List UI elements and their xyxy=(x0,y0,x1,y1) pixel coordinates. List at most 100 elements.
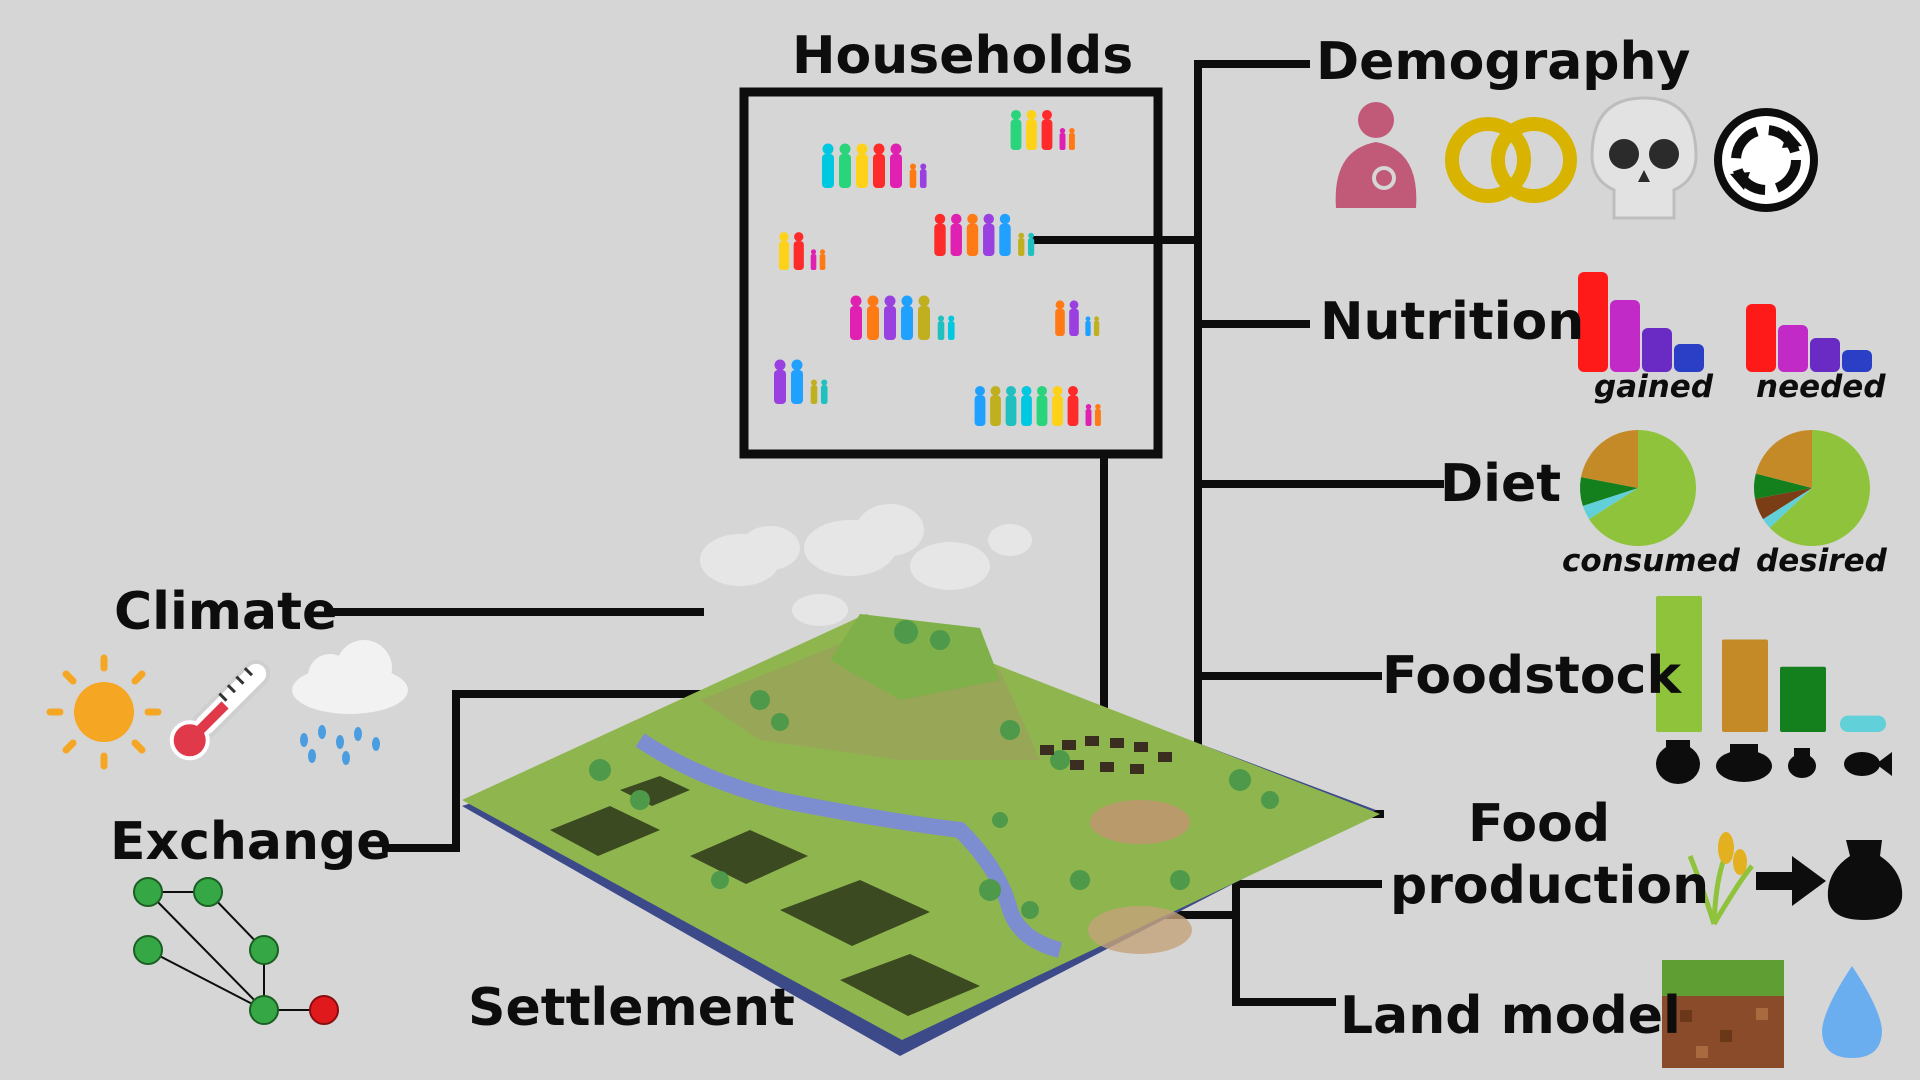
person-figure xyxy=(856,143,868,188)
person-figure xyxy=(974,385,986,426)
person-figure xyxy=(1027,232,1035,256)
climate-label: Climate xyxy=(114,582,338,642)
person-figure xyxy=(1069,300,1079,336)
diet-pie-slice xyxy=(1763,488,1812,528)
nutrition-bar xyxy=(1642,328,1672,372)
person-figure xyxy=(774,359,786,404)
person-figure xyxy=(850,295,862,340)
diet-consumed-pie xyxy=(1580,430,1696,547)
household-figures xyxy=(774,109,1101,426)
person-figure xyxy=(901,295,913,340)
households-box xyxy=(739,87,1163,459)
nutrition-bar xyxy=(1674,344,1704,372)
connector-lines xyxy=(324,60,1444,1006)
person-figure xyxy=(810,379,818,404)
person-figure xyxy=(1041,109,1053,150)
person-figure xyxy=(819,249,826,270)
clouds xyxy=(700,504,1032,626)
trees xyxy=(589,620,1279,919)
person-figure xyxy=(1085,403,1092,426)
person-figure xyxy=(793,232,804,270)
person-figure xyxy=(947,315,955,340)
person-figure xyxy=(1021,385,1032,426)
person-figure xyxy=(1018,232,1025,256)
person-figure xyxy=(966,213,979,256)
person-figure xyxy=(822,143,834,188)
recycle-arrows-icon xyxy=(1714,108,1818,212)
nutrition-bar xyxy=(1610,300,1640,372)
skull-icon xyxy=(1590,96,1698,220)
foodstock-containers xyxy=(1656,740,1892,784)
person-figure xyxy=(937,315,945,340)
person-figure xyxy=(1055,300,1065,336)
exchange-network-icon xyxy=(133,877,339,1025)
person-figure xyxy=(810,249,817,270)
nutrition-bar xyxy=(1746,304,1776,372)
diet-pie-slice xyxy=(1589,430,1696,547)
foodstock-bar xyxy=(1780,666,1826,732)
person-figure xyxy=(999,213,1011,256)
settlement-label: Settlement xyxy=(468,978,795,1038)
crop-fields xyxy=(550,776,980,1016)
person-figure xyxy=(983,213,995,256)
needed-caption: needed xyxy=(1756,369,1886,405)
person-figure xyxy=(1005,385,1017,426)
food-production-label-line1: Food xyxy=(1468,794,1611,854)
settlement-terrain xyxy=(462,504,1380,1056)
person-figure xyxy=(950,213,962,256)
pot-icon xyxy=(1788,748,1816,778)
diet-pie-slice xyxy=(1753,473,1812,499)
foodstock-bar xyxy=(1656,596,1702,732)
consumed-caption: consumed xyxy=(1562,543,1740,579)
pot-icon xyxy=(1716,744,1772,782)
person-figure xyxy=(918,295,930,340)
diet-pie-slice xyxy=(1755,488,1812,520)
diet-pie-slice xyxy=(1582,488,1638,520)
nutrition-needed-chart xyxy=(1746,304,1872,372)
person-figure xyxy=(1094,403,1101,426)
person-figure xyxy=(990,385,1001,426)
arrow-right-icon xyxy=(1756,856,1826,906)
households-label: Households xyxy=(792,26,1134,86)
nutrition-bar xyxy=(1778,325,1808,372)
diet-label: Diet xyxy=(1440,454,1562,514)
nutrition-bar xyxy=(1842,350,1872,372)
storage-pot-icon xyxy=(1827,840,1903,920)
desired-caption: desired xyxy=(1756,543,1887,579)
nutrition-label: Nutrition xyxy=(1320,292,1585,352)
gained-caption: gained xyxy=(1594,369,1714,405)
foodstock-bars xyxy=(1656,596,1886,732)
food-production-label-line2: production xyxy=(1390,856,1710,916)
rain-cloud-icon xyxy=(292,640,408,765)
wedding-rings-icon xyxy=(1445,117,1577,203)
foodstock-label: Foodstock xyxy=(1382,646,1682,706)
nutrition-bar xyxy=(1810,338,1840,372)
diet-desired-pie xyxy=(1753,430,1870,546)
person-figure xyxy=(1059,127,1066,150)
person-figure xyxy=(884,295,896,340)
exchange-label: Exchange xyxy=(110,812,392,872)
diet-pie-slice xyxy=(1580,477,1638,506)
diet-pie-slice xyxy=(1769,430,1870,546)
nutrition-gained-chart xyxy=(1578,272,1704,372)
person-figure xyxy=(1052,385,1063,426)
diet-pie-slice xyxy=(1755,430,1812,488)
breastfeeding-mother-icon xyxy=(1335,102,1417,208)
person-figure xyxy=(1085,316,1091,336)
sun-icon xyxy=(46,654,162,770)
houses xyxy=(1040,736,1172,774)
nutrition-bar xyxy=(1578,272,1608,372)
person-figure xyxy=(890,143,902,188)
fish-icon xyxy=(1844,752,1892,776)
person-figure xyxy=(909,163,917,188)
river xyxy=(635,733,1063,958)
person-figure xyxy=(867,295,879,340)
person-figure xyxy=(873,143,885,188)
person-figure xyxy=(934,213,946,256)
person-figure xyxy=(839,143,851,188)
thermometer-icon xyxy=(169,659,271,761)
pot-icon xyxy=(1656,740,1700,784)
person-figure xyxy=(778,232,790,270)
grain-plant-icon xyxy=(1687,832,1754,926)
